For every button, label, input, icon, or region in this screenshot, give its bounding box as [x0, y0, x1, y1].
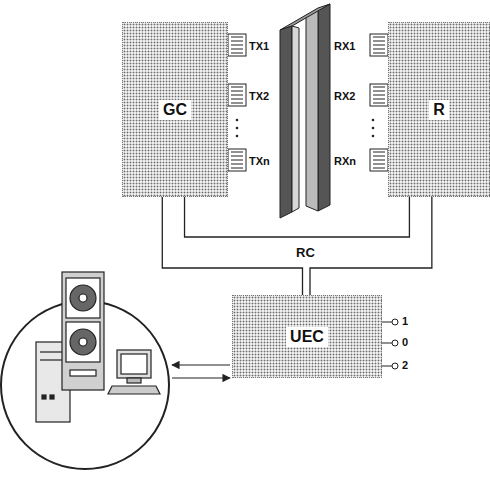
output-terminals — [382, 319, 398, 369]
coil-label: RXn — [334, 155, 356, 168]
cable-label: RC — [293, 245, 318, 260]
coil-label: TX2 — [249, 90, 269, 103]
box-title: GC — [159, 100, 191, 120]
output-label: 1 — [402, 315, 408, 328]
coil-symbol — [370, 34, 388, 56]
coil-label: RX1 — [334, 40, 355, 53]
ellipsis-dots — [236, 119, 375, 138]
coil-symbol — [228, 84, 246, 106]
process-box: R — [388, 22, 490, 197]
computer-illustration — [1, 272, 169, 469]
coil-label: TXn — [249, 155, 270, 168]
walk-through-gate — [280, 4, 330, 218]
coil-label: TX1 — [249, 40, 269, 53]
process-box: UEC — [232, 295, 382, 378]
coil-symbol — [370, 84, 388, 106]
output-label: 0 — [402, 336, 408, 349]
process-box: GC — [122, 22, 228, 197]
box-title: R — [429, 100, 449, 120]
coil-symbol — [228, 34, 246, 56]
cable-line — [162, 197, 302, 295]
box-title: UEC — [286, 327, 328, 347]
coil-symbol — [370, 149, 388, 171]
output-label: 2 — [402, 359, 408, 372]
cable-line — [310, 197, 432, 295]
cable-line — [185, 197, 410, 237]
data-link-arrows — [172, 365, 230, 378]
coil-symbols — [228, 34, 388, 171]
coil-label: RX2 — [334, 90, 355, 103]
coil-symbol — [228, 149, 246, 171]
